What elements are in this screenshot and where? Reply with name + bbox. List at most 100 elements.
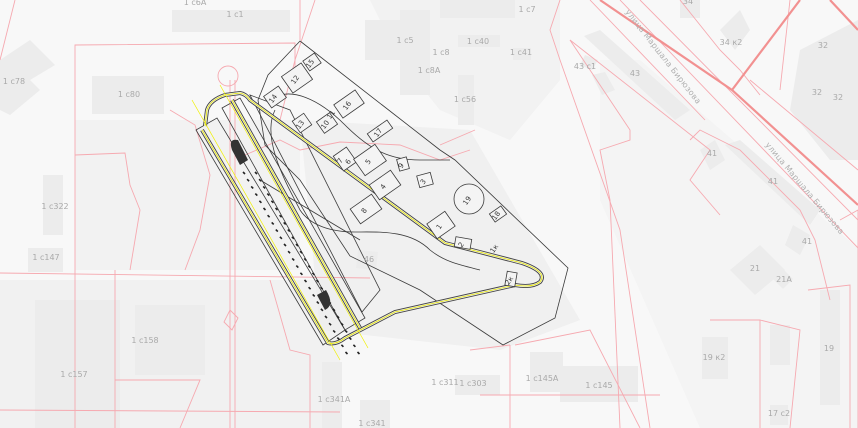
scheme-number: 1 [435,223,444,231]
building-label: 41 [707,149,717,158]
platform-mark [270,200,274,204]
building-label: 34 к2 [720,38,743,47]
building-label: 1 c322 [41,202,68,211]
platform-mark [336,315,340,319]
platform-mark [291,257,295,261]
scheme-number: 8 [360,207,369,215]
platform-mark [316,301,320,305]
platform-mark [307,265,311,269]
scheme-number: 7 [336,157,345,165]
platform-mark [312,293,316,297]
scheme-number: 6 [344,157,353,166]
platform-mark [279,236,283,240]
platform-mark [287,229,291,233]
scheme-number: 5 [364,158,373,166]
building-label: 1 c311 [431,378,458,387]
platform-mark [271,221,275,225]
platform-mark [262,185,266,189]
scheme-number: 13 [295,119,307,131]
platform-mark [311,272,315,276]
building-label: 17 c2 [768,409,790,418]
building-label: 43 [630,69,640,78]
scheme-number: 10 [320,119,332,131]
scheme-number: 15 [305,58,317,70]
building-label: 1 c6A [184,0,207,7]
building-label: 1 c8A [418,66,441,75]
platform-mark [320,286,324,290]
platform-mark [303,279,308,283]
building-label: 1 c40 [467,37,489,46]
platform-mark [287,250,291,254]
scheme-number: 18 [491,210,503,222]
platform-mark [332,329,336,333]
building-label: 21A [776,275,792,284]
building-label: 1 c80 [118,90,140,99]
platform-mark [295,243,299,247]
platform-markings [242,171,361,355]
platform-mark [344,351,349,355]
building-label: 32 [812,88,822,97]
building-label: 1 c41 [510,48,532,57]
platform-mark [275,229,279,233]
building-label: 46 [364,255,374,264]
platform-mark [279,214,283,218]
platform-mark [242,171,246,175]
building-label: 19 [824,344,834,353]
platform-mark [283,221,287,225]
building-label: 1 c147 [32,253,59,262]
platform-mark [348,337,352,341]
platform-mark [262,207,267,211]
building-label: 1 c78 [3,77,25,86]
platform-mark [254,171,258,175]
building-label: 1 c341 [358,419,385,428]
platform-mark [283,243,287,247]
scheme-number: 19 [462,195,474,207]
platform-mark [328,322,332,326]
platform-mark [340,322,344,326]
scheme-number: 2к [504,275,516,287]
building-label: 1 c5 [396,36,413,45]
scheme-number: 11 [326,109,338,121]
scheme-number: 9 [397,162,406,170]
platform-mark [324,315,328,319]
platform-mark [356,351,361,355]
platform-mark [332,308,336,312]
building-label: 41 [768,177,778,186]
building-label: 43 c1 [574,62,596,71]
platform-mark [291,236,295,240]
scheme-number: 17 [373,127,385,139]
building-label: 1 c157 [60,370,87,379]
platform-mark [336,337,340,341]
platform-mark [352,344,356,348]
scheme-number: 4 [379,182,388,191]
scheme-number: 3 [419,178,428,186]
building-label: 32 [818,41,828,50]
platform-mark [266,193,270,197]
platform-mark [246,178,250,182]
building-label: 19 к2 [703,353,726,362]
building-label: 34 [683,0,693,6]
platform-mark [315,279,320,283]
building-label: 32 [833,93,843,102]
platform-mark [258,178,262,182]
platform-mark [258,200,262,204]
building-label: 1 c158 [131,336,158,345]
platform-mark [295,265,299,269]
building-label: 1 c56 [454,95,476,104]
platform-mark [344,329,348,333]
tram-loop-scheme [191,40,569,361]
scheme-number: 12 [290,74,302,86]
platform-mark [274,207,279,211]
scheme-number: 14 [268,92,280,104]
platform-mark [299,272,303,276]
building-label: 1 c303 [459,379,486,388]
platform-mark [254,193,258,197]
building-label: 21 [750,264,760,273]
building-label: 41 [802,237,812,246]
